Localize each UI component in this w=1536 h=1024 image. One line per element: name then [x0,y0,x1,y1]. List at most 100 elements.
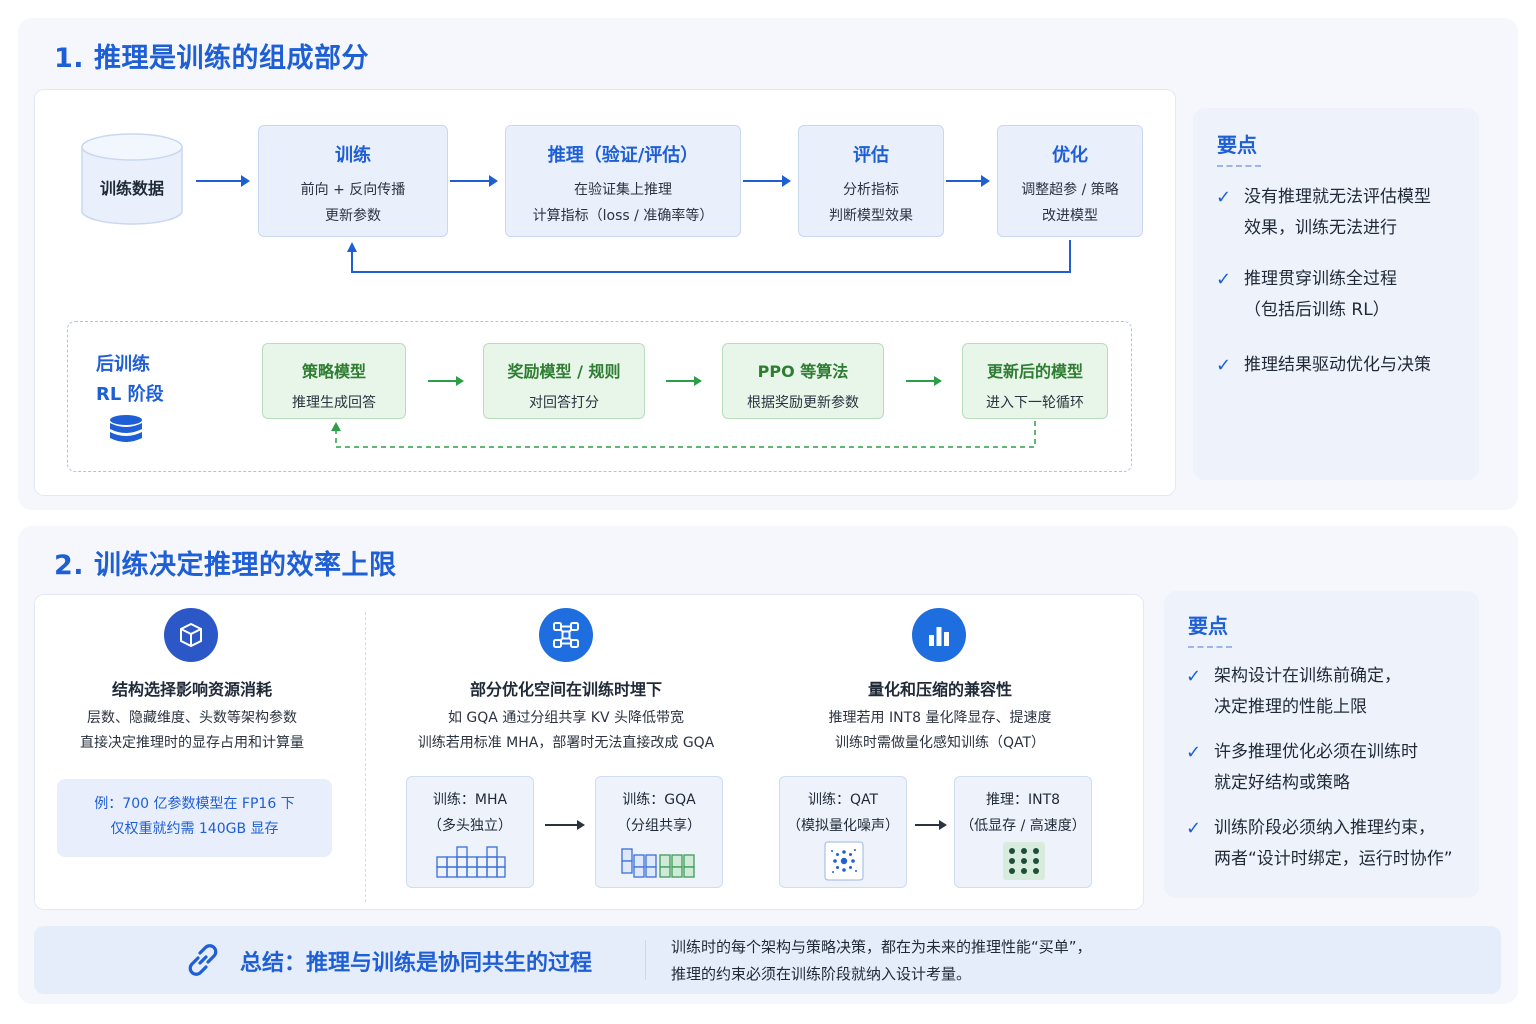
column-text-line: 直接决定推理时的显存占用和计算量 [80,735,304,751]
section-1-key-points [1193,108,1479,480]
mini-box-line: （模拟量化噪声） [787,818,899,834]
column-text: 层数、隐藏维度、头数等架构参数 直接决定推理时的显存占用和计算量 [50,706,334,756]
network-icon [539,608,593,662]
mha-box: 训练：MHA （多头独立） [406,776,534,888]
column-text-line: 训练若用标准 MHA，部署时无法直接改成 GQA [417,735,715,751]
database-label: 训练数据 [99,179,164,198]
mini-box-line: （多头独立） [428,818,512,834]
section-1-title: 1. 推理是训练的组成部分 [54,43,369,74]
section-2-key-points [1164,591,1479,898]
qat-box: 训练：QAT （模拟量化噪声） [779,776,907,888]
check-icon: ✓ [1186,818,1202,839]
flow-step-line: 前向 + 反向传播 [300,182,406,198]
key-point-line: 架构设计在训练前确定， [1214,666,1401,686]
quantization-noise-icon [824,841,864,881]
rl-step-title: 策略模型 [301,362,366,381]
flow-step-title: 评估 [853,145,889,166]
rl-step-reward: 奖励模型 / 规则 对回答打分 [483,343,645,419]
key-point-item: ✓ 没有推理就无法评估模型 效果，训练无法进行 [1216,182,1466,244]
flow-step-line: 分析指标 [843,182,899,198]
column-text-line: 层数、隐藏维度、头数等架构参数 [87,710,297,726]
key-point-line: 许多推理优化必须在训练时 [1214,742,1418,762]
rl-step-line: 根据奖励更新参数 [747,395,859,411]
rl-label-line: 后训练 [96,354,150,375]
flow-step-line: 计算指标（loss / 准确率等） [532,208,714,224]
check-icon: ✓ [1186,742,1202,763]
flow-step-line: 调整超参 / 策略 [1021,182,1119,198]
gqa-grid-icon [621,848,695,878]
flow-arrow-3 [743,175,791,187]
mha-grid-icon [436,846,506,878]
qat-to-int8-arrow [915,820,947,830]
summary-banner [34,926,1501,994]
key-point-line: 推理结果驱动优化与决策 [1244,355,1431,375]
rl-arrow-2 [666,376,702,386]
rl-step-updated-model: 更新后的模型 进入下一轮循环 [962,343,1108,419]
flow-step-line: 改进模型 [1042,208,1098,224]
flow-step-title: 训练 [335,145,371,166]
column-title: 量化和压缩的兼容性 [867,680,1012,699]
link-icon [188,944,218,976]
check-icon: ✓ [1186,666,1202,687]
key-points-divider [1217,165,1261,167]
feedback-loop-arrow [347,240,1071,273]
cube-icon [164,608,218,662]
key-point-line: 效果，训练无法进行 [1244,218,1397,238]
flow-step-title: 优化 [1052,145,1088,166]
key-point-line: 就定好结构或策略 [1214,773,1350,793]
int8-box: 推理：INT8 （低显存 / 高速度） [954,776,1092,888]
key-point-line: 推理贯穿训练全过程 [1244,269,1397,289]
rl-step-ppo: PPO 等算法 根据奖励更新参数 [722,343,884,419]
key-point-line: 训练阶段必须纳入推理约束， [1214,818,1435,838]
mini-box-line: （低显存 / 高速度） [960,818,1086,834]
mini-box-line: 训练：GQA [622,792,696,808]
key-points-divider [1188,646,1232,648]
column-divider [365,612,366,902]
rl-step-title: 奖励模型 / 规则 [507,362,621,381]
rl-step-policy: 策略模型 推理生成回答 [262,343,406,419]
example-line: 仅权重就约需 140GB 显存 [110,821,279,837]
key-point-item: ✓ 训练阶段必须纳入推理约束， 两者“设计时绑定，运行时协作” [1186,813,1476,875]
column-text: 如 GQA 通过分组共享 KV 头降低带宽 训练若用标准 MHA，部署时无法直接… [386,706,746,756]
flow-step-evaluate: 评估 分析指标 判断模型效果 [798,125,944,237]
rl-step-line: 对回答打分 [529,395,599,411]
summary-text: 训练时的每个架构与策略决策，都在为未来的推理性能“买单”， 推理的约束必须在训练… [671,934,1491,988]
key-point-line: 两者“设计时绑定，运行时协作” [1214,849,1453,869]
rl-loop-arrow [331,421,1036,448]
flow-arrow-2 [450,175,498,187]
rl-step-title: 更新后的模型 [986,362,1083,381]
check-icon: ✓ [1216,269,1232,290]
key-point-item: ✓ 推理结果驱动优化与决策 [1216,350,1466,381]
rl-arrow-3 [906,376,942,386]
summary-line: 推理的约束必须在训练阶段就纳入设计考量。 [671,965,972,983]
summary-divider [645,940,646,980]
flow-arrow-1 [196,175,250,187]
key-point-line: 没有推理就无法评估模型 [1244,187,1431,207]
summary-title: 总结：推理与训练是协同共生的过程 [240,951,593,976]
rl-stage-container [67,321,1132,472]
flow-arrow-4 [946,175,990,187]
check-icon: ✓ [1216,187,1232,208]
example-box: 例：700 亿参数模型在 FP16 下 仅权重就约需 140GB 显存 [57,779,332,857]
flow-step-train: 训练 前向 + 反向传播 更新参数 [258,125,448,237]
bar-chart-icon [912,608,966,662]
gqa-box: 训练：GQA （分组共享） [595,776,723,888]
key-point-line: 决定推理的性能上限 [1214,697,1367,717]
column-title: 部分优化空间在训练时埋下 [469,680,662,699]
section-2-title: 2. 训练决定推理的效率上限 [54,550,397,581]
key-point-item: ✓ 架构设计在训练前确定， 决定推理的性能上限 [1186,661,1471,723]
column-title: 结构选择影响资源消耗 [111,680,272,699]
flow-step-line: 更新参数 [325,208,381,224]
rl-step-line: 进入下一轮循环 [986,395,1084,411]
example-line: 例：700 亿参数模型在 FP16 下 [94,796,295,812]
mini-box-line: 训练：QAT [807,792,879,808]
summary-line: 训练时的每个架构与策略决策，都在为未来的推理性能“买单”， [671,938,1092,956]
flow-step-line: 在验证集上推理 [574,182,672,198]
column-text-line: 训练时需做量化感知训练（QAT） [834,735,1046,751]
column-text-line: 推理若用 INT8 量化降显存、提速度 [828,710,1052,726]
check-icon: ✓ [1216,355,1232,376]
flow-step-inference: 推理（验证/评估） 在验证集上推理 计算指标（loss / 准确率等） [505,125,741,237]
mini-box-line: （分组共享） [617,818,701,834]
key-point-item: ✓ 许多推理优化必须在训练时 就定好结构或策略 [1186,737,1471,799]
mini-box-line: 推理：INT8 [985,792,1061,808]
